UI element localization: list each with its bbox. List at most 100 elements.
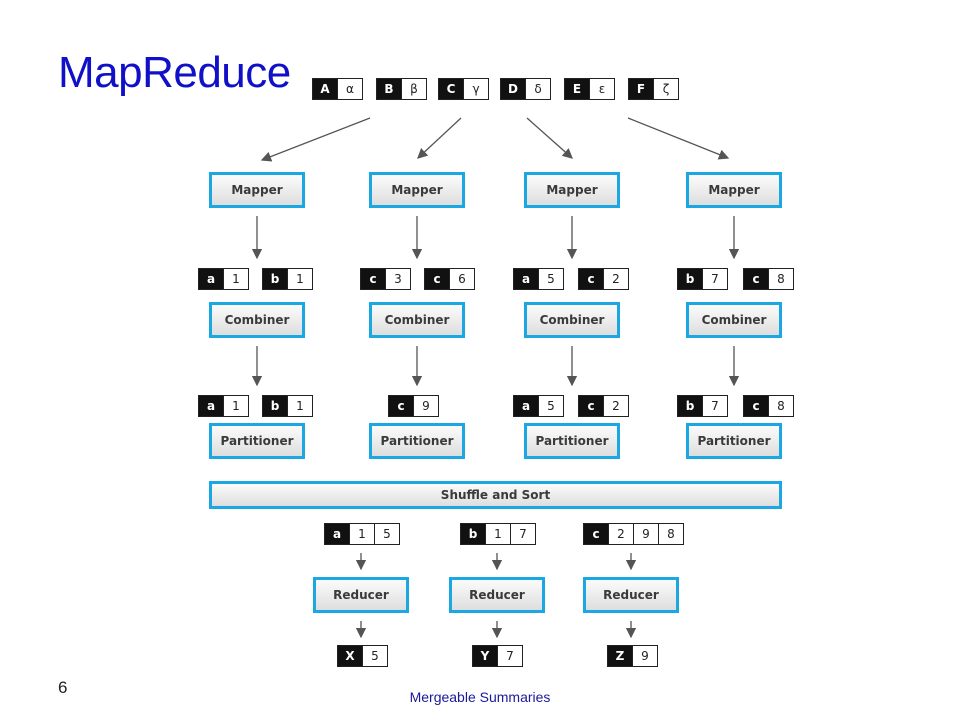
reducer-input-pair: b 1 7 — [460, 523, 536, 545]
pair-value: 6 — [449, 269, 474, 289]
combiner-box: Combiner — [369, 302, 465, 338]
pair-key: c — [425, 269, 449, 289]
partitioner-box: Partitioner — [209, 423, 305, 459]
input-key: E — [565, 79, 589, 99]
pair-key: X — [338, 646, 362, 666]
pair-key: c — [361, 269, 385, 289]
reducer-box: Reducer — [583, 577, 679, 613]
combiner-output-pair: c 9 — [388, 395, 439, 417]
combiner-box: Combiner — [524, 302, 620, 338]
partitioner-box: Partitioner — [686, 423, 782, 459]
mapper-box: Mapper — [524, 172, 620, 208]
pair-key: c — [744, 269, 768, 289]
mapper-box: Mapper — [686, 172, 782, 208]
reducer-output-pair: Y 7 — [472, 645, 523, 667]
pair-key: c — [579, 396, 603, 416]
input-key: F — [629, 79, 653, 99]
reducer-input-pair: c 2 9 8 — [583, 523, 684, 545]
pair-key: Z — [608, 646, 632, 666]
flow-arrow — [627, 117, 730, 160]
pair-key: Y — [473, 646, 497, 666]
pair-value: 3 — [385, 269, 410, 289]
input-value: γ — [463, 79, 488, 99]
pair-value: 5 — [374, 524, 399, 544]
pair-key: b — [263, 396, 287, 416]
pair-key: b — [678, 269, 702, 289]
pair-key: a — [325, 524, 349, 544]
mapper-output-pair: c 2 — [578, 268, 629, 290]
pair-key: c — [389, 396, 413, 416]
reducer-output-pair: X 5 — [337, 645, 388, 667]
pair-value: 1 — [287, 269, 312, 289]
pair-value: 2 — [608, 524, 633, 544]
combiner-output-pair: a 1 — [198, 395, 249, 417]
input-pair: C γ — [438, 78, 489, 100]
mapper-output-pair: c 3 — [360, 268, 411, 290]
partitioner-box: Partitioner — [369, 423, 465, 459]
pair-value: 9 — [633, 524, 658, 544]
input-key: D — [501, 79, 525, 99]
input-key: A — [313, 79, 337, 99]
mapper-output-pair: b 1 — [262, 268, 313, 290]
combiner-box: Combiner — [209, 302, 305, 338]
input-pair: E ε — [564, 78, 615, 100]
input-key: B — [377, 79, 401, 99]
flow-arrow — [526, 117, 573, 159]
mapper-output-pair: b 7 — [677, 268, 728, 290]
pair-value: 8 — [768, 396, 793, 416]
pair-key: a — [199, 396, 223, 416]
input-value: ε — [589, 79, 614, 99]
pair-value: 2 — [603, 396, 628, 416]
pair-value: 5 — [538, 269, 563, 289]
pair-key: a — [199, 269, 223, 289]
pair-key: c — [744, 396, 768, 416]
reducer-box: Reducer — [449, 577, 545, 613]
input-value: δ — [525, 79, 550, 99]
flow-arrow — [417, 117, 462, 159]
partitioner-box: Partitioner — [524, 423, 620, 459]
input-pair: B β — [376, 78, 427, 100]
input-pair: F ζ — [628, 78, 679, 100]
pair-key: b — [461, 524, 485, 544]
pair-value: 7 — [702, 396, 727, 416]
combiner-output-pair: c 8 — [743, 395, 794, 417]
input-value: α — [337, 79, 362, 99]
combiner-output-pair: b 1 — [262, 395, 313, 417]
pair-value: 1 — [223, 396, 248, 416]
combiner-output-pair: c 2 — [578, 395, 629, 417]
reducer-output-pair: Z 9 — [607, 645, 658, 667]
input-key: C — [439, 79, 463, 99]
mapper-output-pair: c 8 — [743, 268, 794, 290]
input-pair: A α — [312, 78, 363, 100]
page-number: 6 — [58, 678, 68, 697]
combiner-box: Combiner — [686, 302, 782, 338]
mapper-output-pair: a 5 — [513, 268, 564, 290]
input-pair: D δ — [500, 78, 551, 100]
pair-value: 1 — [485, 524, 510, 544]
mapper-box: Mapper — [209, 172, 305, 208]
pair-value: 1 — [287, 396, 312, 416]
pair-value: 5 — [362, 646, 387, 666]
combiner-output-pair: b 7 — [677, 395, 728, 417]
pair-value: 9 — [632, 646, 657, 666]
pair-value: 1 — [223, 269, 248, 289]
pair-key: c — [579, 269, 603, 289]
input-value: ζ — [653, 79, 678, 99]
pair-value: 7 — [702, 269, 727, 289]
mapper-box: Mapper — [369, 172, 465, 208]
shuffle-and-sort-box: Shuffle and Sort — [209, 481, 782, 509]
slide-title: MapReduce — [58, 48, 291, 97]
pair-value: 2 — [603, 269, 628, 289]
pair-value: 7 — [497, 646, 522, 666]
pair-key: b — [678, 396, 702, 416]
pair-value: 5 — [538, 396, 563, 416]
mapper-output-pair: a 1 — [198, 268, 249, 290]
mapper-output-pair: c 6 — [424, 268, 475, 290]
pair-value: 9 — [413, 396, 438, 416]
pair-key: a — [514, 396, 538, 416]
pair-value: 8 — [768, 269, 793, 289]
pair-key: a — [514, 269, 538, 289]
pair-key: b — [263, 269, 287, 289]
input-value: β — [401, 79, 426, 99]
